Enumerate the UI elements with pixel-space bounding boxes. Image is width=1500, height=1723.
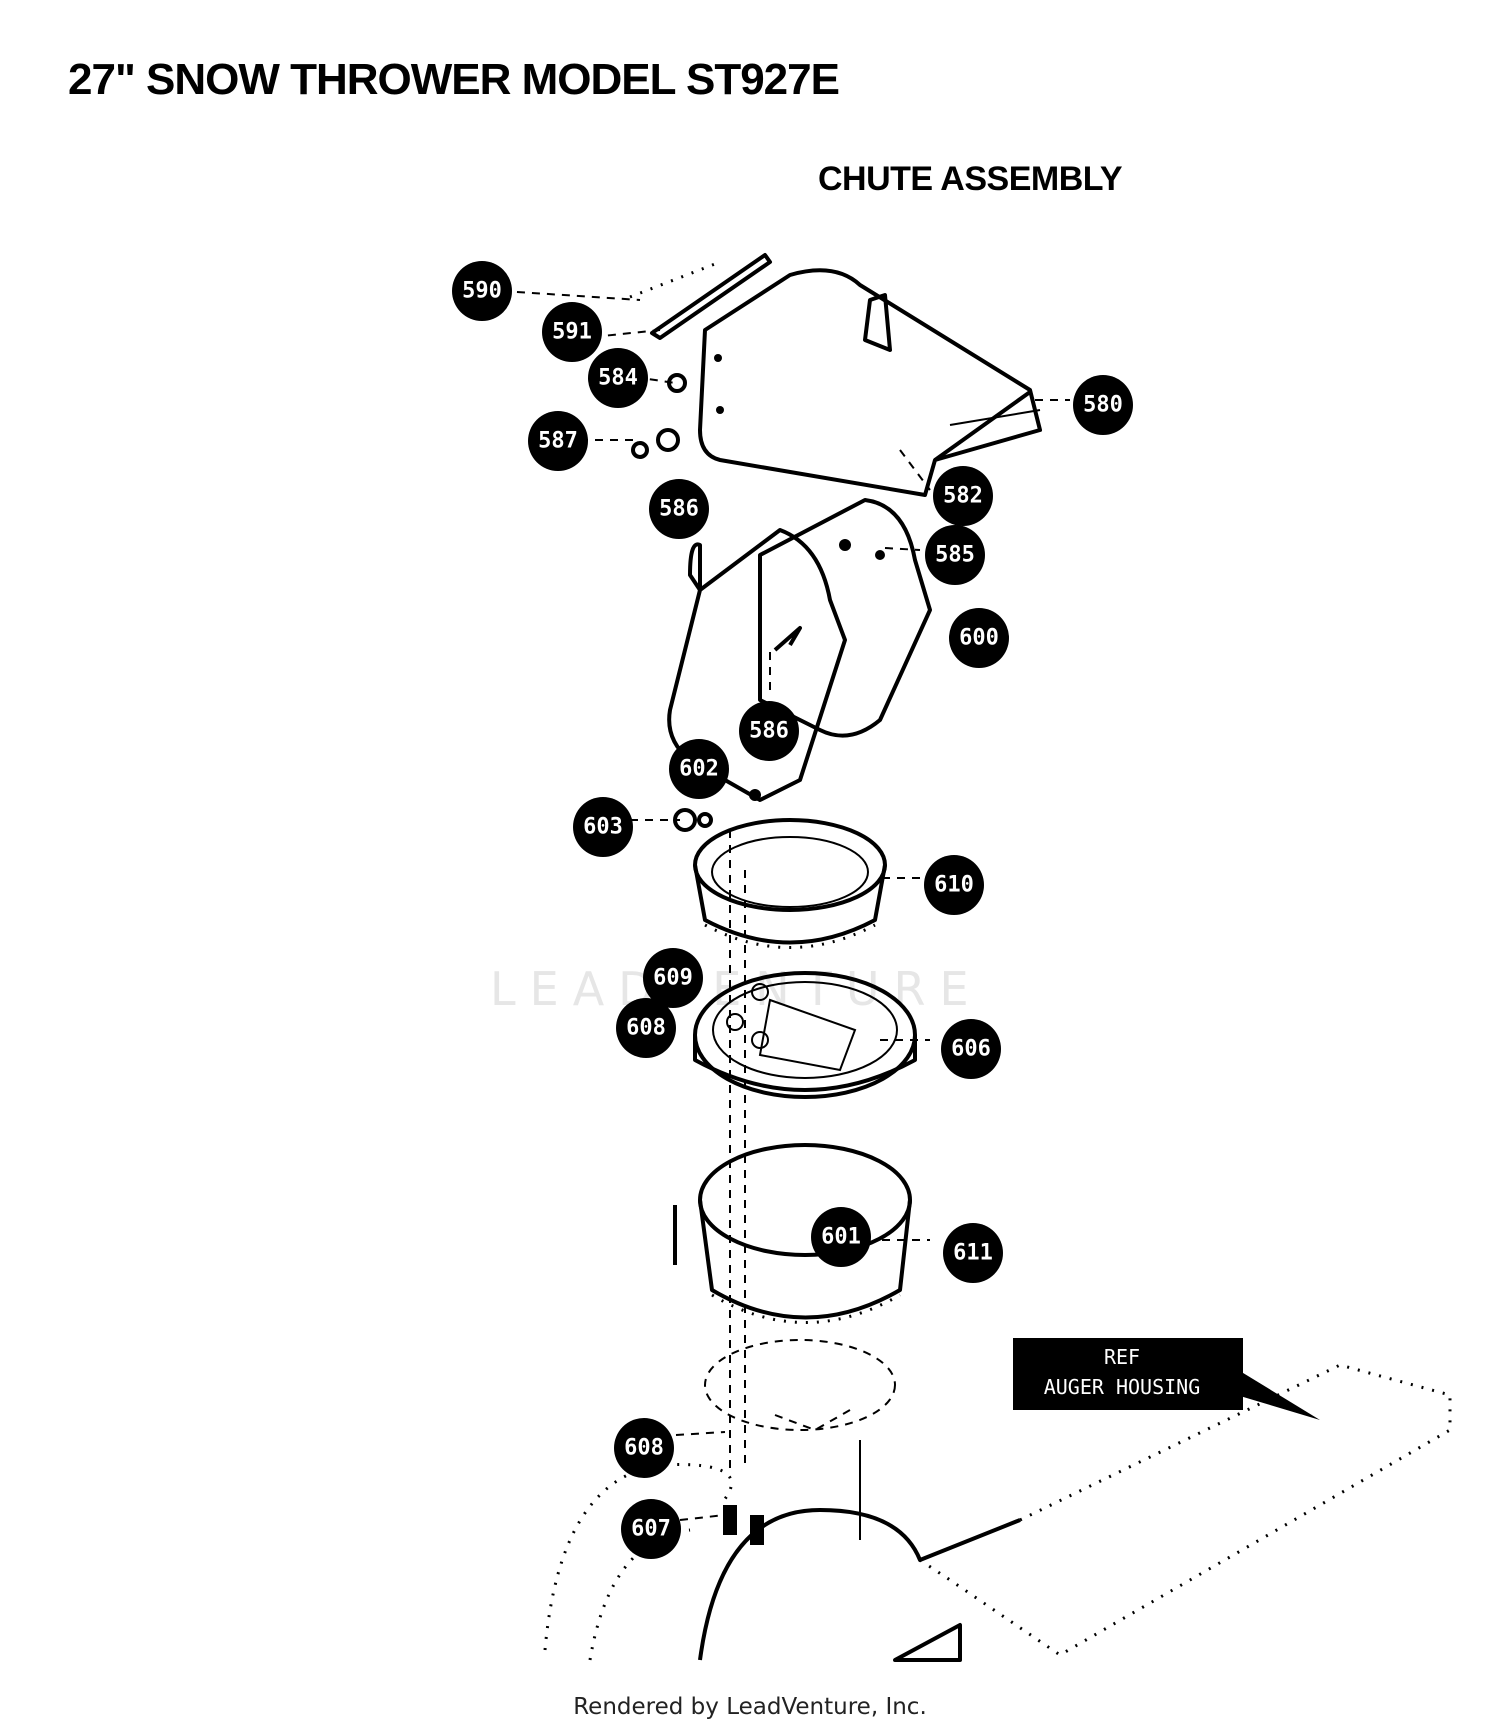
callout-580-label: 580 — [1083, 393, 1123, 418]
callout-608-lower-label: 608 — [624, 1436, 664, 1461]
bolts-607 — [723, 1440, 861, 1545]
ref-auger-housing-box: REF AUGER HOUSING — [1013, 1338, 1320, 1420]
callout-603-label: 603 — [583, 815, 623, 840]
callout-611-label: 611 — [953, 1241, 993, 1266]
callout-608-lower: 608 — [614, 1418, 674, 1478]
callout-586-upper: 586 — [649, 479, 709, 539]
footer-credit: Rendered by LeadVenture, Inc. — [573, 1694, 927, 1720]
callout-602-label: 602 — [679, 757, 719, 782]
diagram-subtitle: CHUTE ASSEMBLY — [818, 160, 1123, 198]
chute-ring-610 — [693, 818, 887, 949]
callout-587-label: 587 — [538, 429, 578, 454]
callout-585-label: 585 — [935, 543, 975, 568]
callout-602: 602 — [669, 739, 729, 799]
callout-610-label: 610 — [934, 873, 974, 898]
callout-603: 603 — [573, 797, 633, 857]
callout-590: 590 — [452, 261, 512, 321]
callout-609-label: 609 — [653, 966, 693, 991]
callout-606: 606 — [941, 1019, 1001, 1079]
ref-line-2: AUGER HOUSING — [1044, 1375, 1201, 1399]
ref-line-1: REF — [1104, 1345, 1140, 1369]
callout-585: 585 — [925, 525, 985, 585]
hardware-603 — [673, 808, 713, 832]
discharge-chute — [667, 498, 932, 802]
callout-601: 601 — [811, 1207, 871, 1267]
callout-600-label: 600 — [959, 626, 999, 651]
chute-base-606 — [693, 971, 917, 1099]
deflector-handle — [629, 253, 772, 340]
chute-mount-611 — [673, 1143, 912, 1324]
callout-586-lower-label: 586 — [749, 719, 789, 744]
callout-610: 610 — [924, 855, 984, 915]
hardware-small — [631, 373, 687, 459]
callout-586-upper-label: 586 — [659, 497, 699, 522]
callout-600: 600 — [949, 608, 1009, 668]
callout-587: 587 — [528, 411, 588, 471]
callout-608-upper-label: 608 — [626, 1016, 666, 1041]
callout-611: 611 — [943, 1223, 1003, 1283]
callout-609: 609 — [643, 948, 703, 1008]
callout-580: 580 — [1073, 375, 1133, 435]
callout-607: 607 — [621, 1499, 681, 1559]
callout-584-label: 584 — [598, 366, 638, 391]
callout-601-label: 601 — [821, 1225, 861, 1250]
callout-608-upper: 608 — [616, 998, 676, 1058]
callout-591-label: 591 — [552, 320, 592, 345]
callout-591: 591 — [542, 302, 602, 362]
callout-582-label: 582 — [943, 484, 983, 509]
callout-607-label: 607 — [631, 1517, 671, 1542]
callout-590-label: 590 — [462, 279, 502, 304]
auger-housing — [543, 1363, 1452, 1662]
chute-deflector — [698, 268, 1042, 497]
callout-606-label: 606 — [951, 1037, 991, 1062]
gasket — [704, 1339, 896, 1432]
callout-586-lower: 586 — [739, 701, 799, 761]
diagram-title: 27" SNOW THROWER MODEL ST927E — [68, 55, 840, 104]
leader-lines — [501, 290, 1070, 1521]
callout-584: 584 — [588, 348, 648, 408]
callout-582: 582 — [933, 466, 993, 526]
